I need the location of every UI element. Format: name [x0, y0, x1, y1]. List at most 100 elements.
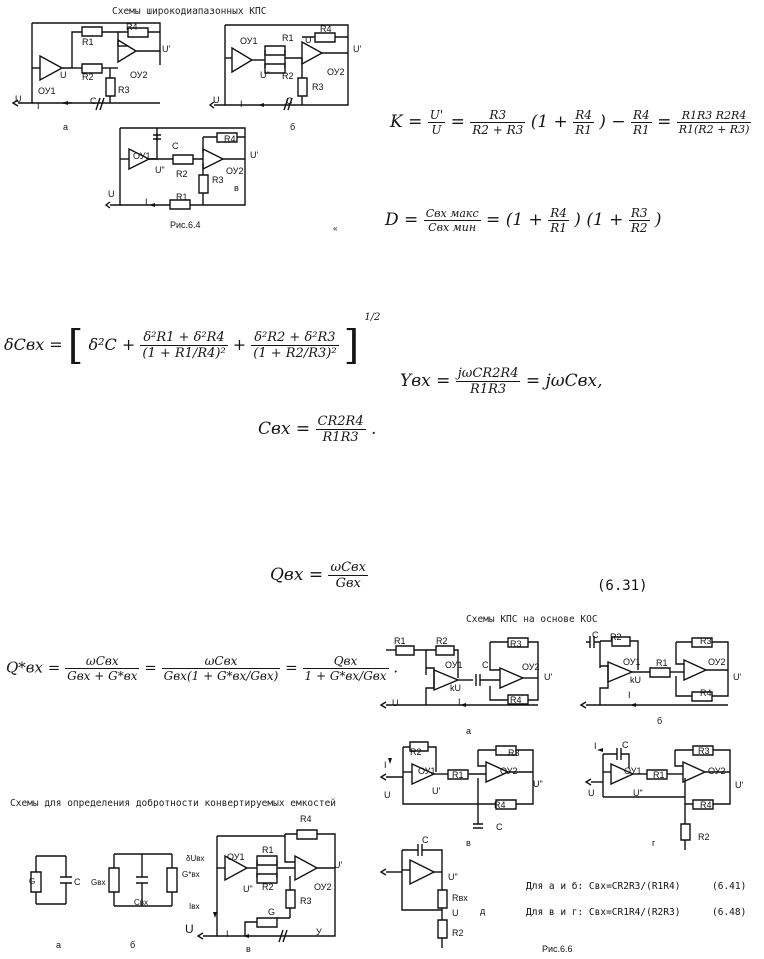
y-rhs: = jωCвх, [525, 371, 603, 391]
subfig-label: б [290, 122, 296, 132]
figure-caption: Рис.6.4 [170, 220, 201, 230]
label-i: I [458, 697, 461, 707]
label-u: U [185, 922, 194, 936]
dc-num2: δ²R2 + δ²R3 [251, 330, 339, 346]
label-u: U [452, 908, 459, 918]
label-u-dbl: U" [533, 779, 543, 789]
label-r2: R2 [82, 72, 94, 82]
label-r1: R1 [653, 770, 665, 780]
figure-title-quality: Схемы для определения добротности конвер… [10, 798, 337, 809]
figure-title-wideband: Схемы широкодиапазонных КПС [112, 6, 267, 17]
dc-t1: δ²C + [88, 335, 136, 354]
qs-den3: 1 + G*вх/Gвх [304, 669, 387, 683]
label-i-vx: Iвх [189, 902, 200, 911]
subfig-label: д [480, 906, 486, 916]
label-u-prime: U' [733, 672, 742, 682]
label-oy2: ОУ2 [314, 882, 332, 892]
label-r4: R4 [510, 695, 522, 705]
c-den: R1R3 [322, 430, 359, 445]
label-r3: R3 [312, 82, 324, 92]
subfig-label: а [56, 940, 62, 950]
dc-den2: (1 + R2/R3)² [253, 346, 337, 361]
equation-number-6-48: (6.48) [712, 907, 747, 918]
label-r2: R2 [176, 169, 188, 179]
subfig-label: в [234, 183, 239, 193]
qs-lhs: Q*вх = [6, 658, 61, 677]
label-oy1: ОУ1 [240, 36, 258, 46]
label-r2: R2 [262, 882, 274, 892]
label-r3: R3 [300, 896, 312, 906]
label-u: U [588, 788, 595, 798]
label-c: C [422, 835, 429, 845]
label-delta-u-vx: δUвх [186, 854, 205, 863]
label-u: U [384, 790, 391, 800]
label-c: C [90, 96, 97, 106]
q-den: Gвх [335, 576, 361, 591]
label-oy2: ОУ2 [130, 70, 148, 80]
circuit-quality-b [100, 848, 200, 913]
label-oy2: ОУ2 [708, 657, 726, 667]
label-i: I [240, 99, 243, 109]
label-u: U [392, 698, 399, 708]
k-den5: R1(R2 + R3) [678, 123, 750, 136]
figure-caption: Рис.6.6 [542, 944, 573, 954]
label-r2: R2 [436, 636, 448, 646]
y-den: R1R3 [470, 382, 507, 397]
label-i: I [145, 197, 148, 207]
d-lhs: D = [385, 210, 419, 230]
d-p1-den: R1 [550, 221, 567, 235]
label-u-dbl: U" [633, 788, 643, 798]
d-p2-den: R2 [630, 221, 648, 235]
k-num3: R4 [573, 108, 594, 123]
label-oy1: ОУ1 [623, 657, 641, 667]
dc-lhs: δCвх = [4, 335, 63, 354]
q-lhs: Qвх = [270, 565, 324, 585]
circuit-6-6-b [578, 630, 753, 715]
qs-eq2: = [285, 658, 298, 677]
label-r4: R4 [224, 134, 236, 144]
label-u-prime: U' [544, 672, 553, 682]
label-u-dbl: U" [243, 884, 253, 894]
label-g: G [29, 877, 36, 886]
label-oy1: ОУ1 [624, 766, 642, 776]
circuit-quality-a [26, 850, 86, 910]
dc-den1: (1 + R1/R4)² [142, 346, 226, 361]
k-num1: U' [427, 108, 446, 123]
d-num: Cвх макс [423, 207, 481, 221]
subfig-label: а [63, 122, 69, 132]
label-u-dbl: U" [155, 165, 165, 175]
label-c: C [592, 630, 599, 640]
stray-mark: « [333, 224, 338, 233]
k-eq: = [657, 112, 672, 132]
qs-den1: Gвх + G*вх [67, 669, 138, 683]
label-r2: R2 [410, 747, 422, 757]
d-p2-open: (1 + [586, 210, 624, 230]
d-p2-close: ) [654, 210, 662, 230]
label-oy1: ОУ1 [133, 151, 151, 161]
k-paren-close: ) [599, 112, 606, 132]
label-r2: R2 [610, 632, 622, 642]
label-r3: R3 [212, 175, 224, 185]
d-p1-open: (1 + [505, 210, 543, 230]
label-r2: R2 [452, 928, 464, 938]
label-r1: R1 [262, 845, 274, 855]
label-c: C [496, 822, 503, 832]
label-u: U [15, 94, 22, 104]
dc-num1: δ²R1 + δ²R4 [140, 330, 228, 346]
label-oy2: ОУ2 [327, 67, 345, 77]
k-den4: R1 [632, 123, 650, 137]
circuit-quality-v [195, 818, 355, 948]
label-i: I [226, 929, 229, 939]
note-a-b: Для а и б: Cвх=CR2R3/(R1R4) [526, 881, 681, 892]
qs-eq1: = [144, 658, 157, 677]
circuit-6-4-v [105, 125, 255, 215]
label-r3: R3 [508, 748, 520, 758]
label-r4: R4 [126, 22, 138, 32]
label-r4: R4 [494, 800, 506, 810]
c-dot: . [371, 419, 377, 439]
dc-plus: + [232, 335, 247, 354]
d-den: Cвх мин [428, 221, 477, 234]
label-r3: R3 [698, 746, 710, 756]
